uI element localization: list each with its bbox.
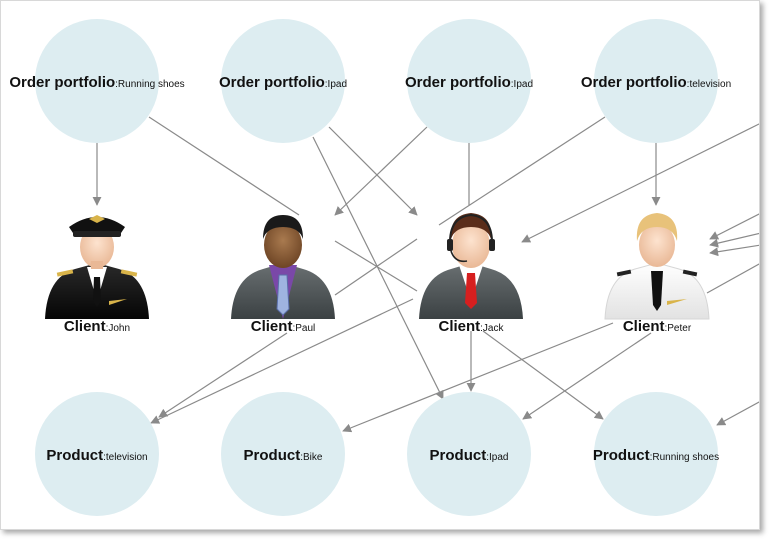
connector-peter-product-ipad bbox=[522, 332, 652, 420]
order-detail: :Ipad bbox=[325, 79, 347, 90]
svg-text:Product:television: Product:television bbox=[46, 447, 147, 464]
client-node-john[interactable]: Client:John bbox=[45, 215, 149, 335]
relationship-diagram: Order portfolio:Running shoes Order port… bbox=[9, 19, 759, 516]
svg-text:Product:Bike: Product:Bike bbox=[244, 447, 323, 464]
svg-text:Client:Jack: Client:Jack bbox=[438, 318, 504, 335]
svg-text:Product:Running shoes: Product:Running shoes bbox=[593, 447, 719, 464]
product-detail: :Ipad bbox=[486, 452, 508, 463]
order-portfolio-node[interactable]: Order portfolio:Ipad bbox=[219, 19, 347, 143]
product-node[interactable]: Product:television bbox=[35, 392, 159, 516]
product-node[interactable]: Product:Bike bbox=[221, 392, 345, 516]
order-title: Order portfolio bbox=[581, 74, 687, 91]
order-portfolio-node[interactable]: Order portfolio:Ipad bbox=[405, 19, 533, 143]
connector-order3-paul bbox=[334, 126, 428, 216]
product-title: Product bbox=[244, 447, 301, 464]
order-title: Order portfolio bbox=[9, 74, 115, 91]
connector-order1-paul bbox=[148, 116, 300, 216]
order-detail: :television bbox=[687, 79, 731, 90]
client-node-jack[interactable]: Client:Jack bbox=[419, 213, 523, 335]
svg-text:Order portfolio:Ipad: Order portfolio:Ipad bbox=[219, 74, 347, 91]
order-title: Order portfolio bbox=[405, 74, 511, 91]
client-title: Client bbox=[251, 318, 293, 335]
client-detail: :John bbox=[106, 323, 130, 334]
diagram-canvas: Order portfolio:Running shoes Order port… bbox=[0, 0, 760, 530]
connectors bbox=[92, 116, 759, 433]
order-title: Order portfolio bbox=[219, 74, 325, 91]
connector-offscreen-peter-3 bbox=[709, 244, 759, 257]
connector-offscreen-product-shoes bbox=[716, 401, 759, 426]
pilot-icon bbox=[45, 215, 149, 319]
svg-text:Order portfolio:Running shoes: Order portfolio:Running shoes bbox=[9, 74, 184, 91]
order-portfolio-node[interactable]: Order portfolio:Running shoes bbox=[9, 19, 185, 143]
connector-offscreen-jack bbox=[521, 123, 759, 243]
client-title: Client bbox=[64, 318, 106, 335]
product-title: Product bbox=[593, 447, 650, 464]
officer-icon bbox=[604, 213, 710, 320]
connector-order2-jack bbox=[328, 126, 418, 216]
client-node-peter[interactable]: Client:Peter bbox=[604, 213, 710, 335]
connector-jack-product-shoes bbox=[482, 330, 604, 420]
svg-text:Order portfolio:television: Order portfolio:television bbox=[581, 74, 731, 91]
product-title: Product bbox=[46, 447, 103, 464]
order-portfolio-node[interactable]: Order portfolio:television bbox=[581, 19, 731, 143]
connector-peter-product-bike bbox=[342, 322, 614, 433]
product-title: Product bbox=[430, 447, 487, 464]
client-title: Client bbox=[438, 318, 480, 335]
client-node-paul[interactable]: Client:Paul bbox=[231, 215, 335, 335]
svg-text:Product:Ipad: Product:Ipad bbox=[430, 447, 509, 464]
order-detail: :Ipad bbox=[511, 79, 533, 90]
connector-jack-product-tv bbox=[150, 298, 414, 424]
support-agent-icon bbox=[419, 213, 523, 319]
connector-jack-paul bbox=[334, 238, 418, 296]
connector-paul-product-tv bbox=[158, 332, 288, 418]
product-node[interactable]: Product:Ipad bbox=[407, 392, 531, 516]
connector-order4-paul bbox=[438, 116, 606, 226]
client-detail: :Paul bbox=[292, 323, 315, 334]
connector-offscreen-peter-1 bbox=[709, 213, 759, 240]
svg-text:Client:Paul: Client:Paul bbox=[251, 318, 315, 335]
businessman-icon bbox=[231, 215, 335, 319]
svg-text:Client:Peter: Client:Peter bbox=[623, 318, 692, 335]
svg-text:Order portfolio:Ipad: Order portfolio:Ipad bbox=[405, 74, 533, 91]
client-detail: :Peter bbox=[664, 323, 691, 334]
product-detail: :Running shoes bbox=[650, 452, 720, 463]
connector-paul-jack bbox=[334, 240, 418, 292]
svg-text:Client:John: Client:John bbox=[64, 318, 130, 335]
client-detail: :Jack bbox=[480, 323, 504, 334]
order-detail: :Running shoes bbox=[115, 79, 185, 90]
product-detail: :Bike bbox=[300, 452, 323, 463]
connector-offscreen-peter-2 bbox=[709, 232, 759, 248]
client-title: Client bbox=[623, 318, 665, 335]
connector-offscreen-peter-4 bbox=[706, 263, 759, 294]
product-node[interactable]: Product:Running shoes bbox=[593, 392, 719, 516]
product-detail: :television bbox=[103, 452, 147, 463]
connector-order2-product-ipad bbox=[312, 136, 444, 400]
